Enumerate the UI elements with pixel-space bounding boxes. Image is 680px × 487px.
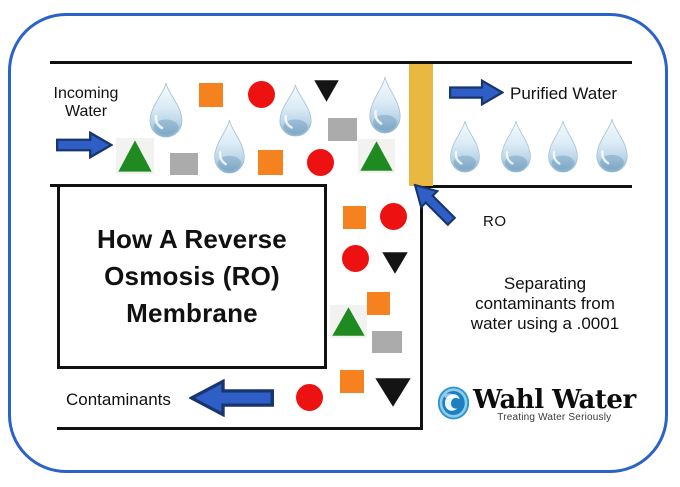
contaminant-circle (307, 149, 334, 176)
contaminant-triangle-up (116, 138, 154, 174)
contaminant-square (340, 370, 364, 393)
slide-border (8, 13, 668, 473)
caption-line-3: water using a .0001 (470, 314, 620, 333)
brand-text-block: Wahl Water Treating Water Seriously (473, 386, 636, 423)
contaminant-circle (296, 384, 323, 411)
globe-icon (437, 386, 470, 425)
contaminant-square (367, 292, 390, 315)
contaminant-rect (372, 331, 402, 353)
contaminant-square (199, 83, 223, 107)
purified-water-arrow-icon (449, 79, 504, 106)
water-drop-icon (545, 120, 581, 173)
water-drop-icon (146, 82, 186, 138)
contaminant-circle (248, 81, 275, 108)
contaminant-triangle-up (330, 305, 367, 338)
contaminants-arrow-icon (189, 379, 274, 417)
caption-text: Separating contaminants from water using… (430, 274, 660, 334)
pipe-line-reject-bottom (57, 427, 423, 430)
membrane-pointer-arrow-icon (405, 175, 462, 232)
contaminant-triangle-down (382, 252, 408, 274)
title-line-1: How A Reverse (97, 224, 287, 254)
pipe-line-purified-bottom (420, 185, 632, 188)
brand-name: Wahl Water (473, 385, 636, 415)
incoming-water-label-line1: Incoming (53, 85, 119, 102)
pipe-line-top (50, 61, 632, 64)
contaminant-circle (342, 245, 369, 272)
contaminants-label: Contaminants (66, 390, 171, 409)
contaminant-circle (380, 203, 407, 230)
water-drop-icon (276, 84, 315, 137)
contaminant-rect (328, 118, 357, 141)
water-drop-icon (447, 120, 483, 173)
contaminant-triangle-up (358, 139, 395, 173)
purified-water-label: Purified Water (510, 84, 618, 103)
caption-line-1: Separating (503, 274, 587, 293)
caption-line-2: contaminants from (475, 294, 615, 313)
water-drop-icon (593, 118, 631, 173)
contaminant-triangle-down (375, 378, 411, 407)
water-drop-icon (498, 120, 534, 173)
incoming-water-label-line2: Water (64, 103, 108, 120)
ro-membrane-bar (409, 64, 433, 186)
title-line-3: Membrane (126, 298, 258, 328)
contaminant-triangle-down (314, 80, 339, 102)
water-drop-icon (366, 76, 404, 134)
brand-tagline: Treating Water Seriously (497, 412, 612, 423)
brand-logo: Wahl Water Treating Water Seriously (437, 386, 636, 425)
incoming-water-arrow-icon (56, 131, 113, 159)
contaminant-square (343, 206, 366, 229)
pipe-wall-right (420, 185, 423, 430)
title-box: How A Reverse Osmosis (RO) Membrane (57, 184, 327, 369)
incoming-water-label: Incoming Water (36, 85, 136, 121)
ro-label: RO (483, 213, 507, 230)
contaminant-rect (170, 153, 198, 175)
water-drop-icon (211, 119, 248, 174)
title-line-2: Osmosis (RO) (104, 261, 280, 291)
contaminant-square (258, 150, 283, 175)
